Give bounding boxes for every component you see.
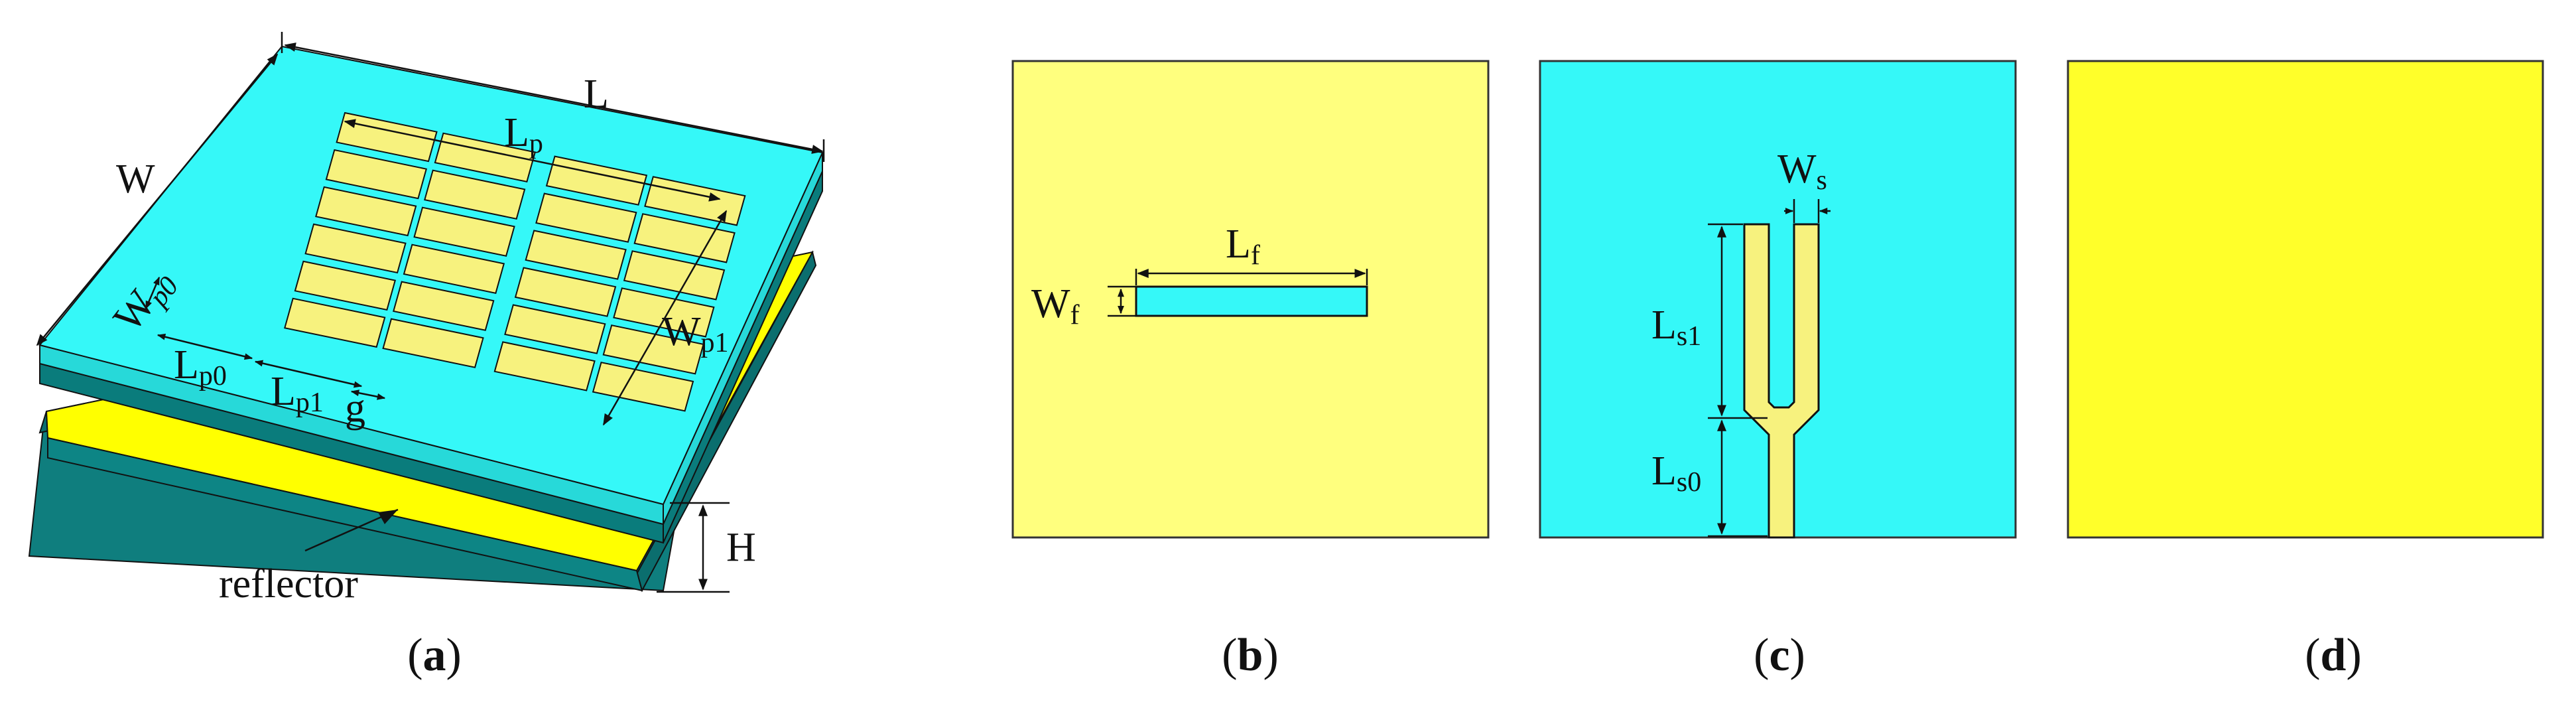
label-Lp: Lp xyxy=(504,110,543,159)
dim-Lp xyxy=(344,119,721,202)
label-Lp1: Lp1 xyxy=(271,369,324,418)
dimension-lines xyxy=(36,32,825,593)
forked-feed-line xyxy=(1743,223,1820,539)
patch-element xyxy=(493,341,596,391)
panel-d-reflector-plane xyxy=(2067,60,2544,539)
dim-Lp1 xyxy=(254,360,363,388)
patch-element xyxy=(504,304,606,354)
label-g: g xyxy=(345,386,365,431)
panel-c: Ws Ls1 Ls0 (c) xyxy=(1539,60,2017,681)
patch-element xyxy=(284,297,386,348)
dim-g xyxy=(350,389,386,400)
label-H: H xyxy=(726,525,756,570)
label-W: W xyxy=(116,157,155,202)
dim-Lp0 xyxy=(157,333,253,360)
panel-b: Lf Wf (b) xyxy=(1011,60,1490,681)
patch-element xyxy=(403,244,505,294)
label-Ls1: Ls1 xyxy=(1651,303,1701,352)
caption-b: (b) xyxy=(1222,630,1279,681)
patch-element xyxy=(382,318,484,368)
dim-W xyxy=(36,53,279,346)
label-Ls0: Ls0 xyxy=(1651,449,1701,498)
patch-element xyxy=(304,223,407,274)
label-reflector: reflector xyxy=(219,561,358,606)
label-L: L xyxy=(584,72,609,117)
patch-element xyxy=(393,281,495,331)
patch-element xyxy=(294,260,397,311)
dim-Wp1 xyxy=(602,210,728,426)
label-Ws: Ws xyxy=(1777,147,1827,196)
patch-element xyxy=(413,206,515,257)
label-Lp0: Lp0 xyxy=(174,342,227,391)
label-Wp1: Wp1 xyxy=(662,309,729,358)
caption-c: (c) xyxy=(1754,630,1805,681)
panel-d: (d) xyxy=(2067,60,2544,681)
dim-Wp0 xyxy=(145,276,161,310)
caption-d: (d) xyxy=(2305,630,2362,681)
label-Lf: Lf xyxy=(1226,222,1260,271)
feed-line-strip xyxy=(1135,285,1368,317)
caption-a: (a) xyxy=(407,630,462,681)
dim-L xyxy=(284,42,824,154)
panel-a: L W Lp Wp0 Wp1 Lp0 Lp1 g H reflector (a) xyxy=(28,32,825,681)
label-Wf: Wf xyxy=(1031,281,1080,330)
